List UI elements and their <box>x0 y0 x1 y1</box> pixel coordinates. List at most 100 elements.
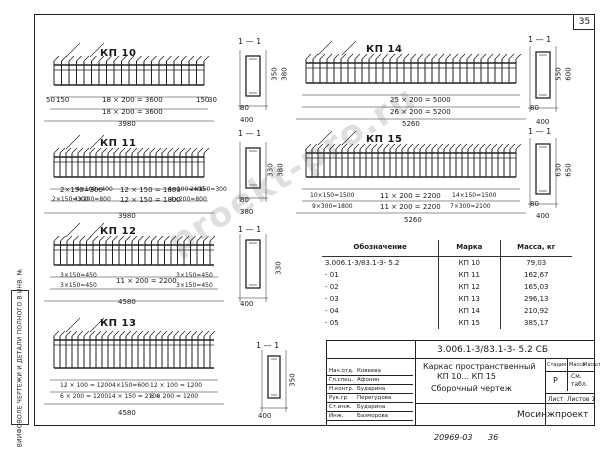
kp15-stirrup-hook <box>359 143 366 150</box>
kp14-stirrup-hook <box>326 53 333 60</box>
kp15-stirrup-hook <box>329 143 336 150</box>
kp13-stirrup-hook <box>101 330 108 337</box>
signer-name: Афонин <box>357 377 380 383</box>
kp11-stirrup-hook <box>173 147 180 154</box>
kp13-stirrup-hook <box>77 330 84 337</box>
kp15-stirrup-hook <box>413 143 420 150</box>
dim-text: 80 <box>240 196 249 204</box>
signer-name: Бударина <box>357 404 386 410</box>
kp11-stirrup-hook <box>59 147 66 154</box>
kp15-stirrup-hook <box>407 143 414 150</box>
kp15-stirrup-hook <box>503 143 510 150</box>
kp14-stirrup-hook <box>438 53 445 60</box>
kp11-stirrup-hook <box>83 147 90 154</box>
dim-text: 3×150=450 <box>60 282 97 289</box>
kp14-stirrup-hook <box>382 53 389 60</box>
kp12-stirrup-hook <box>151 235 157 242</box>
kp14-stirrup-hook <box>375 53 382 60</box>
drawing-frame <box>34 14 595 426</box>
dim-text: 30 <box>208 96 217 104</box>
dim-text: 11 × 200 = 2200 <box>380 203 441 211</box>
footer-number: 20969-03 <box>434 433 473 442</box>
kp13-stirrup-hook <box>59 330 66 337</box>
kp13-stirrup-hook <box>209 330 216 337</box>
dim-text: 4580 <box>118 409 136 417</box>
kp15-stirrup-hook <box>461 143 468 150</box>
kp15-leader <box>341 130 357 146</box>
dim-text: 12 × 100 = 1200 <box>150 382 203 389</box>
kp15-stirrup-hook <box>485 143 492 150</box>
kp13-stirrup-hook <box>197 330 204 337</box>
kp10-stirrup-hook <box>128 55 135 62</box>
dim-text: 4×100=400 <box>76 186 113 193</box>
kp15-stirrup-hook <box>311 143 318 150</box>
kp14-stirrup-hook <box>452 53 459 60</box>
spec-cell-designation: 3.006.1-3/83.1-3- 5.2 <box>325 259 400 267</box>
section-kp15 <box>535 143 551 195</box>
kp13-leader <box>65 317 81 333</box>
kp14-stirrup-hook <box>417 53 424 60</box>
kp12-stirrup-hook <box>125 235 131 242</box>
kp11-stirrup-hook <box>179 147 186 154</box>
dim-text: 400 <box>536 118 550 126</box>
kp14-stirrup-hook <box>473 53 480 60</box>
spec-header-mark: Марка <box>438 240 500 257</box>
kp11-stirrup-hook <box>107 147 114 154</box>
kp12-stirrup-hook <box>105 235 112 242</box>
title-name-2: КП 10... КП 15 <box>437 372 497 381</box>
kp12-stirrup-hook <box>73 235 79 242</box>
spec-cell-mark: КП 15 <box>438 317 500 329</box>
spec-table: Обозначение Марка Масса, кг 3.006.1-3/83… <box>322 240 572 329</box>
kp14-stirrup-hook <box>340 53 347 60</box>
dim-text: 4×100=400 <box>168 186 205 193</box>
kp13-stirrup-hook <box>161 330 168 337</box>
kp10-stirrup-hook <box>166 55 172 62</box>
kp13-stirrup-hook <box>179 330 186 337</box>
kp15-stirrup-hook <box>425 143 432 150</box>
dim-text: 50 <box>46 96 55 104</box>
sheet-label: Лист <box>548 396 564 403</box>
section-label: 1 — 1 <box>238 37 262 46</box>
kp11-stirrup-hook <box>149 147 156 154</box>
frame-title-kp14: КП 14 <box>366 44 403 55</box>
stage-value: Р <box>553 376 558 385</box>
dim-text: 2×150=300 <box>60 186 103 194</box>
kp12-stirrup-hook <box>190 235 196 242</box>
dim-text: 380 <box>240 208 254 216</box>
kp13-stirrup-hook <box>203 330 210 337</box>
kp14-stirrup-hook <box>305 53 312 60</box>
kp15-stirrup-hook <box>437 143 444 150</box>
kp14-leader <box>341 40 357 56</box>
kp10-stirrup-hook <box>106 55 112 62</box>
kp14-stirrup-hook <box>389 53 396 60</box>
kp15-stirrup-hook <box>443 143 450 150</box>
dim-text: 5260 <box>404 216 422 224</box>
kp12-stirrup-hook <box>209 235 216 242</box>
dim-text: 3×150=450 <box>60 272 97 279</box>
kp12-stirrup-hook <box>60 235 66 242</box>
spec-cell-mark: КП 10 <box>438 256 500 269</box>
dim-text: 25 × 200 = 5000 <box>390 96 451 104</box>
kp11-stirrup-hook <box>77 147 84 154</box>
kp15-stirrup-hook <box>455 143 462 150</box>
kp15-stirrup-hook <box>479 143 486 150</box>
kp14-stirrup-hook <box>396 53 403 60</box>
kp12-stirrup-hook <box>144 235 151 242</box>
spec-cell-mark: КП 14 <box>438 305 500 317</box>
kp12-stirrup-hook <box>196 235 203 242</box>
kp15-stirrup-hook <box>353 143 360 150</box>
kp15-stirrup-hook <box>401 143 408 150</box>
kp15-stirrup-hook <box>497 143 504 150</box>
kp11-stirrup-hook <box>185 147 192 154</box>
kp13-stirrup-hook <box>125 330 132 337</box>
kp10-stirrup-hook <box>76 55 82 62</box>
kp11-stirrup-hook <box>143 147 150 154</box>
footer-page: 36 <box>488 433 499 442</box>
title-block-code: 3.006.1-3/83.1-3- 5.2 СБ <box>437 345 549 355</box>
sidebar-stamp: ВИИФОВОЛЕ ЧЕРТЕЖИ И ДЕТАЛИ ПОЛНОГО В ИНВ… <box>11 268 29 447</box>
kp10-stirrup-hook <box>136 55 142 62</box>
dim-text: 5260 <box>402 120 420 128</box>
mass-header: Масса <box>569 362 585 368</box>
